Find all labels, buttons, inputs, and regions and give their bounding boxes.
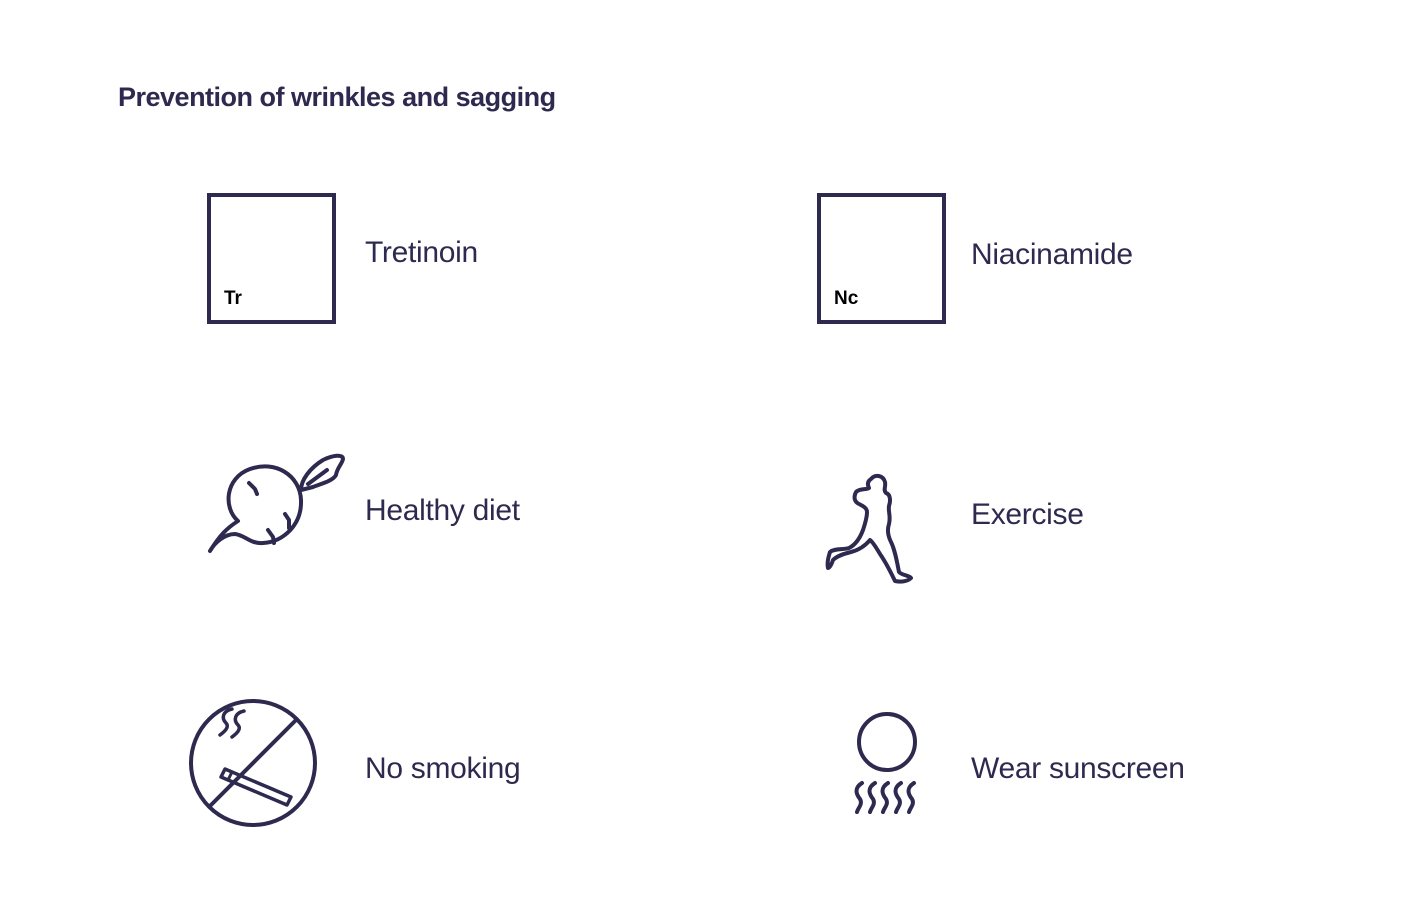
item-label: Healthy diet: [365, 494, 520, 527]
item-label: Exercise: [971, 498, 1084, 531]
element-box-icon: Tr: [207, 193, 336, 324]
beet-icon: [208, 453, 345, 553]
element-symbol: Tr: [224, 288, 242, 309]
element-symbol: Nc: [834, 288, 859, 309]
item-label: Tretinoin: [365, 236, 478, 269]
item-label: Niacinamide: [971, 238, 1133, 271]
no-smoking-icon: [189, 699, 317, 827]
runner-icon: [825, 473, 913, 584]
element-box-icon: Nc: [817, 193, 946, 324]
item-label: No smoking: [365, 752, 521, 785]
page-title: Prevention of wrinkles and sagging: [118, 82, 556, 112]
item-label: Wear sunscreen: [971, 752, 1185, 785]
sun-heat-icon: [854, 712, 917, 814]
